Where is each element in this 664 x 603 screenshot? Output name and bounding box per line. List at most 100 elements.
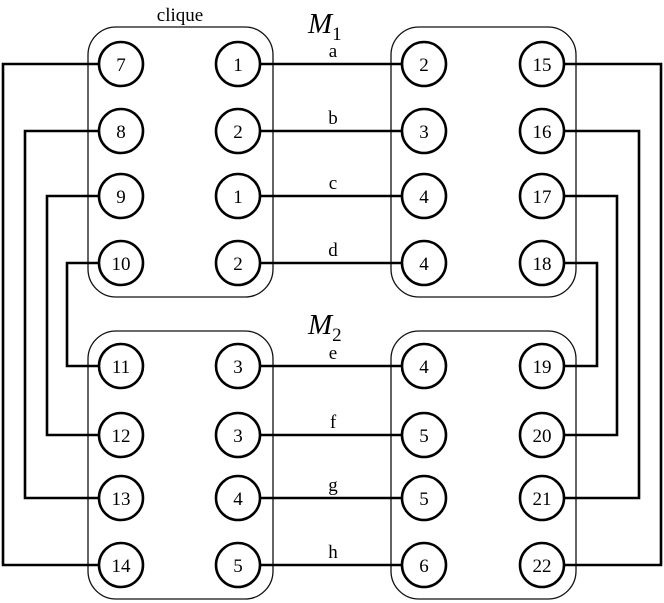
node-label: 5	[419, 426, 429, 447]
edge-label: a	[329, 41, 338, 62]
node-label: 3	[419, 122, 429, 143]
node-circle	[214, 342, 262, 390]
node-label: 2	[233, 254, 243, 275]
node-label: 3	[233, 426, 243, 447]
graph-node: 1	[214, 40, 262, 88]
graph-node: 1	[214, 172, 262, 220]
node-circle	[400, 411, 448, 459]
graph-node: 5	[400, 411, 448, 459]
edge-line	[542, 62, 663, 567]
graph-node: 3	[214, 342, 262, 390]
node-circle	[97, 541, 145, 589]
module-box	[87, 26, 274, 298]
node-circle	[518, 342, 566, 390]
graph-node: 5	[214, 541, 262, 589]
edge-label: h	[328, 542, 338, 563]
node-label: 6	[419, 556, 429, 577]
node-label: 15	[533, 55, 552, 76]
node-circle	[400, 342, 448, 390]
node-label: 18	[533, 254, 552, 275]
node-circle	[214, 411, 262, 459]
node-circle	[400, 239, 448, 287]
node-circle	[400, 40, 448, 88]
node-circle	[97, 107, 145, 155]
module-box	[390, 26, 577, 298]
node-circle	[518, 172, 566, 220]
graph-node: 17	[518, 172, 566, 220]
graph-node: 2	[214, 107, 262, 155]
node-label: 12	[112, 426, 131, 447]
graph-node: 2	[400, 40, 448, 88]
graph-node: 11	[97, 342, 145, 390]
graph-node: 10	[97, 239, 145, 287]
node-label: 1	[233, 187, 243, 208]
graph-node: 5	[400, 474, 448, 522]
node-circle	[214, 40, 262, 88]
node-label: 4	[419, 254, 429, 275]
nodes: 7891012122344151617181112131433454556192…	[97, 40, 566, 589]
graph-node: 22	[518, 541, 566, 589]
group-boxes	[87, 26, 577, 600]
m1-label-base: M	[307, 8, 334, 40]
edge-label: g	[328, 475, 338, 496]
node-label: 22	[533, 556, 552, 577]
graph-node: 13	[97, 474, 145, 522]
node-label: 11	[112, 357, 130, 378]
graph-node: 4	[214, 474, 262, 522]
edge-line	[542, 129, 641, 500]
graph-node: 2	[214, 239, 262, 287]
edge-line	[542, 194, 619, 437]
module-box	[87, 330, 274, 600]
edge-line	[65, 261, 121, 368]
node-label: 3	[233, 357, 243, 378]
node-circle	[400, 474, 448, 522]
node-circle	[400, 107, 448, 155]
node-circle	[97, 40, 145, 88]
module-box	[390, 330, 577, 600]
node-label: 4	[419, 357, 429, 378]
node-circle	[400, 172, 448, 220]
node-label: 4	[419, 187, 429, 208]
edge-label: d	[328, 240, 338, 261]
graph-node: 4	[400, 239, 448, 287]
node-label: 2	[419, 55, 429, 76]
node-circle	[97, 474, 145, 522]
node-circle	[214, 239, 262, 287]
node-label: 5	[419, 489, 429, 510]
node-label: 5	[233, 556, 243, 577]
node-label: 4	[233, 489, 243, 510]
node-label: 9	[116, 187, 126, 208]
node-label: 19	[533, 357, 552, 378]
m1-label: M1	[307, 8, 342, 45]
edge-line	[23, 129, 121, 500]
graph-node: 21	[518, 474, 566, 522]
graph-node: 18	[518, 239, 566, 287]
graph-node: 20	[518, 411, 566, 459]
edge-label: f	[330, 412, 337, 433]
node-circle	[214, 172, 262, 220]
graph-node: 4	[400, 172, 448, 220]
edge-label: e	[329, 343, 337, 364]
graph-node: 4	[400, 342, 448, 390]
node-label: 2	[233, 122, 243, 143]
node-circle	[518, 411, 566, 459]
node-label: 1	[233, 55, 243, 76]
node-label: 16	[533, 122, 552, 143]
node-circle	[518, 239, 566, 287]
graph-node: 19	[518, 342, 566, 390]
node-label: 7	[116, 55, 126, 76]
node-label: 17	[533, 187, 552, 208]
graph-node: 3	[400, 107, 448, 155]
node-circle	[97, 411, 145, 459]
graph-node: 14	[97, 541, 145, 589]
node-circle	[400, 541, 448, 589]
clique-label: clique	[157, 5, 203, 26]
graph-node: 16	[518, 107, 566, 155]
node-circle	[518, 107, 566, 155]
graph-node: 9	[97, 172, 145, 220]
graph-node: 7	[97, 40, 145, 88]
m2-label: M2	[307, 309, 342, 346]
edge-label: b	[328, 108, 338, 129]
node-circle	[518, 474, 566, 522]
